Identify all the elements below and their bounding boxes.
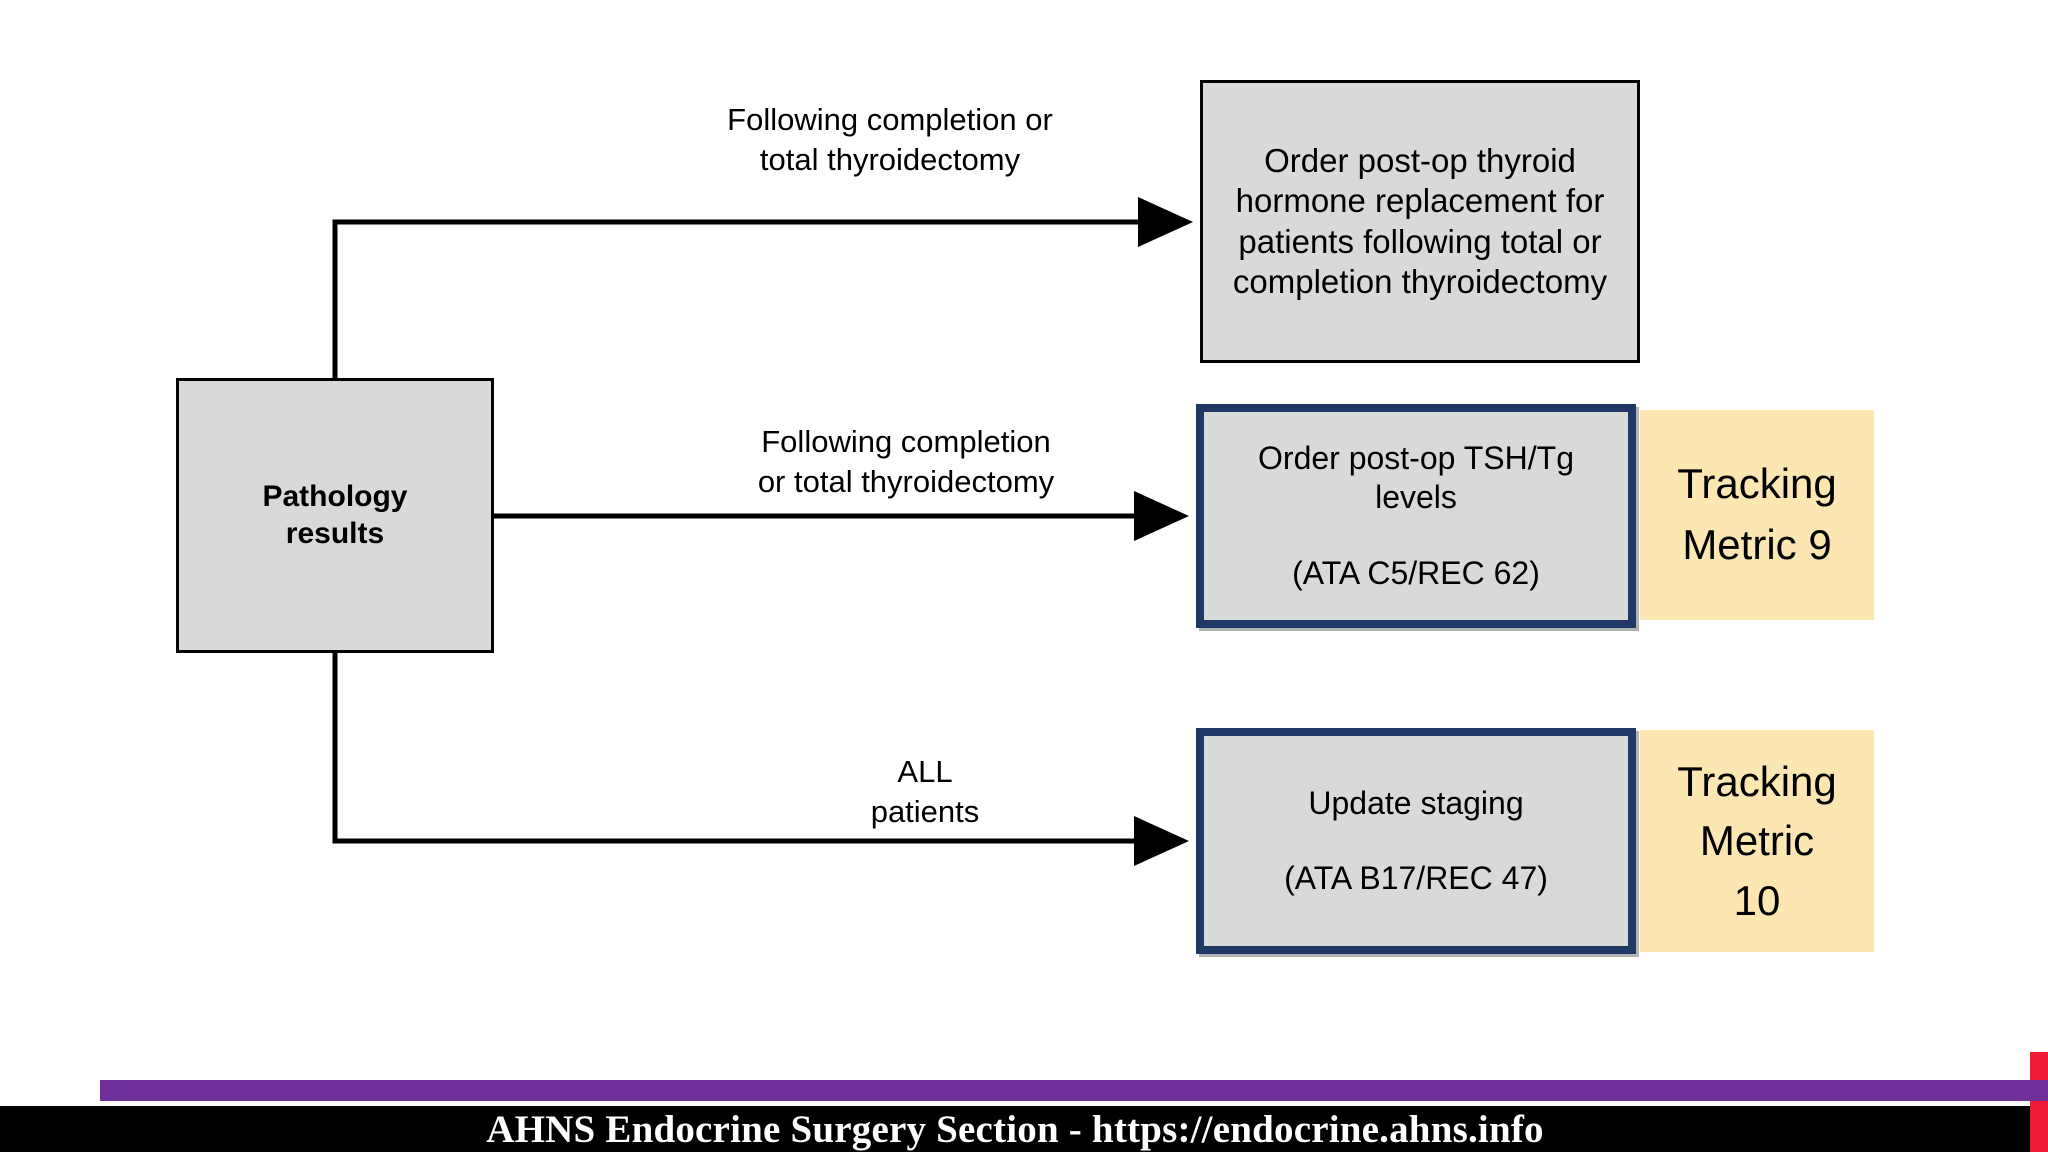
footer-attribution-text: AHNS Endocrine Surgery Section - https:/… xyxy=(486,1107,1544,1151)
node-thyroid-hormone-replacement: Order post-op thyroid hormone replacemen… xyxy=(1200,80,1640,363)
node-order-tsh-tg-levels-reference: (ATA C5/REC 62) xyxy=(1292,554,1540,591)
connector-top xyxy=(332,197,1193,378)
edge-label-bottom: ALL patients xyxy=(800,752,1050,831)
tracking-metric-10-line-3: 10 xyxy=(1733,876,1781,924)
node-thyroid-hormone-replacement-line-1: Order post-op thyroid xyxy=(1264,142,1576,179)
tracking-metric-9-chip: Tracking Metric 9 xyxy=(1640,410,1874,620)
edge-label-top: Following completion or total thyroidect… xyxy=(700,100,1080,179)
edge-label-middle-line-2: or total thyroidectomy xyxy=(757,463,1055,499)
tracking-metric-10-line-2: Metric xyxy=(1699,817,1815,865)
node-update-staging-line-1: Update staging xyxy=(1308,784,1524,821)
node-update-staging-reference: (ATA B17/REC 47) xyxy=(1284,860,1548,896)
node-pathology-results: Pathology results xyxy=(176,378,494,653)
edge-label-bottom-line-2: patients xyxy=(870,793,980,829)
tracking-metric-10-line-1: Tracking xyxy=(1677,757,1837,805)
node-order-tsh-tg-levels: Order post-op TSH/Tg levels (ATA C5/REC … xyxy=(1196,404,1636,628)
edge-label-top-line-1: Following completion or xyxy=(727,102,1053,137)
tracking-metric-9-line-1: Tracking xyxy=(1677,460,1837,508)
node-pathology-results-line-1: Pathology xyxy=(262,479,408,513)
tracking-metric-10-chip: Tracking Metric 10 xyxy=(1640,730,1874,952)
footer-purple-rule xyxy=(100,1080,2048,1101)
edge-label-middle: Following completion or total thyroidect… xyxy=(716,422,1096,501)
connector-bottom xyxy=(332,653,1189,866)
tracking-metric-9-line-2: Metric 9 xyxy=(1682,521,1832,568)
node-update-staging: Update staging (ATA B17/REC 47) xyxy=(1196,728,1636,954)
edge-label-bottom-line-1: ALL xyxy=(897,754,953,789)
node-thyroid-hormone-replacement-line-2: hormone replacement for xyxy=(1235,182,1605,220)
edge-label-top-line-2: total thyroidectomy xyxy=(759,141,1021,177)
node-thyroid-hormone-replacement-line-4: completion thyroidectomy xyxy=(1232,262,1608,300)
node-thyroid-hormone-replacement-line-3: patients following total or xyxy=(1238,222,1602,260)
node-order-tsh-tg-levels-line-1: Order post-op TSH/Tg levels xyxy=(1258,440,1574,516)
node-pathology-results-line-2: results xyxy=(285,516,385,550)
footer-red-accent xyxy=(2030,1052,2048,1152)
edge-label-middle-line-1: Following completion xyxy=(761,424,1051,459)
footer-bar xyxy=(0,1106,2030,1152)
